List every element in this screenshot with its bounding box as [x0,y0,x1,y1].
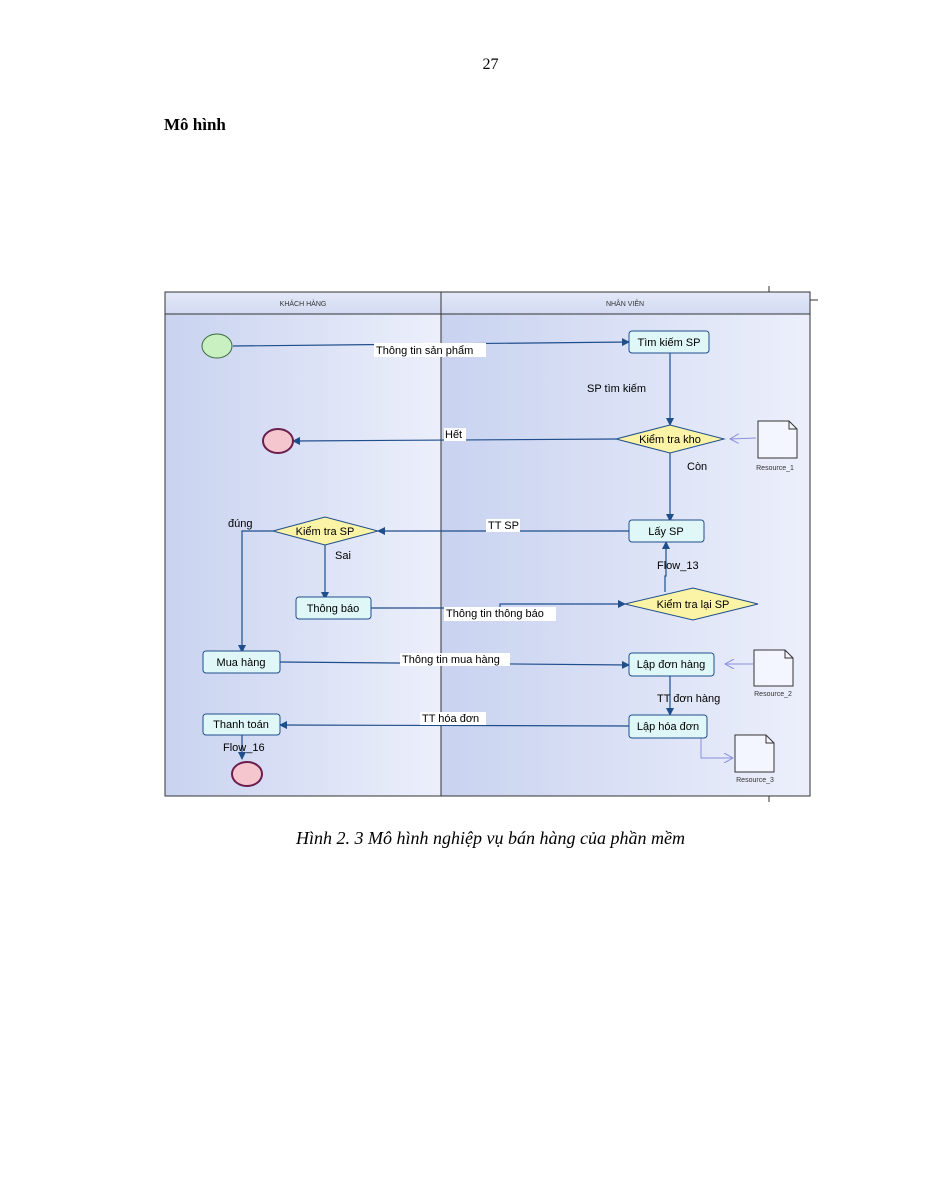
start-node [201,333,233,359]
label-tt-sp: TT SP [488,520,519,532]
svg-text:Mua hàng: Mua hàng [217,657,266,669]
activity-mua-hang: Mua hàng [202,650,281,674]
flow-13 [662,541,670,592]
swimlane-nhan-vien: NHÂN VIÊN [440,291,811,797]
page-number: 27 [482,56,499,73]
label-tt-hoa-don: TT hóa đơn [422,713,479,725]
figure-caption: Hình 2. 3 Mô hình nghiệp vụ bán hàng của… [296,828,685,848]
label-thong-tin-mua-hang: Thông tin mua hàng [402,654,500,666]
svg-text:Kiểm tra lại SP: Kiểm tra lại SP [657,599,730,611]
link-resource-1 [730,438,757,439]
resource-3-document: Resource_3 [734,734,775,784]
activity-tim-kiem-sp: Tìm kiếm SP [628,330,710,354]
end-node-het [262,428,294,454]
label-dung: đúng [228,518,252,530]
label-flow-16: Flow_16 [223,742,265,754]
resource-1-label: Resource_1 [756,465,794,472]
resource-3-label: Resource_3 [736,777,774,784]
svg-text:Kiểm tra SP: Kiểm tra SP [296,526,355,538]
label-sp-tim-kiem: SP tìm kiếm [587,383,646,395]
svg-text:Lấy SP: Lấy SP [648,526,683,538]
flow-dung [238,530,273,653]
lane-header-khach-hang: KHÁCH HÀNG [280,299,327,308]
activity-lap-hoa-don: Lập hóa đơn [628,714,708,739]
decision-kiem-tra-sp: Kiểm tra SP [271,516,380,546]
lane-header-nhan-vien: NHÂN VIÊN [606,299,644,308]
svg-text:Thanh toán: Thanh toán [213,719,269,731]
activity-thong-bao: Thông báo [295,596,372,620]
svg-text:Lập đơn hàng: Lập đơn hàng [637,659,705,671]
flow-tt-hoa-don [279,721,630,730]
decision-kiem-tra-kho: Kiểm tra kho [614,424,726,454]
svg-text:Kiểm tra kho: Kiểm tra kho [639,434,701,446]
flow-thong-tin-thong-bao [371,600,626,609]
link-resource-3 [700,738,733,758]
resource-1-document: Resource_1 [756,420,798,472]
swimlane-khach-hang: KHÁCH HÀNG [164,291,442,797]
end-node-final [231,761,263,787]
label-thong-tin-san-pham: Thông tin sản phẩm [376,345,473,357]
decision-kiem-tra-lai-sp: Kiểm tra lại SP [624,587,759,621]
svg-text:Lập hóa đơn: Lập hóa đơn [637,721,699,733]
svg-text:Tìm kiếm SP: Tìm kiếm SP [638,337,701,349]
label-thong-tin-thong-bao: Thông tin thông báo [446,608,544,620]
activity-lay-sp: Lấy SP [628,519,705,543]
activity-thanh-toan: Thanh toán [202,713,281,736]
section-heading: Mô hình [164,115,226,134]
label-sai: Sai [335,550,351,562]
resource-2-label: Resource_2 [754,691,792,698]
label-flow-13: Flow_13 [657,560,699,572]
resource-2-document: Resource_2 [753,649,794,698]
activity-diagram: KHÁCH HÀNG NHÂN VIÊN Tìm kiếm SP [160,286,820,802]
label-con: Còn [687,461,707,473]
svg-text:Thông báo: Thông báo [307,603,360,615]
label-het: Hết [445,429,462,441]
activity-lap-don-hang: Lập đơn hàng [628,652,715,677]
label-tt-don-hang: TT đơn hàng [657,693,720,705]
